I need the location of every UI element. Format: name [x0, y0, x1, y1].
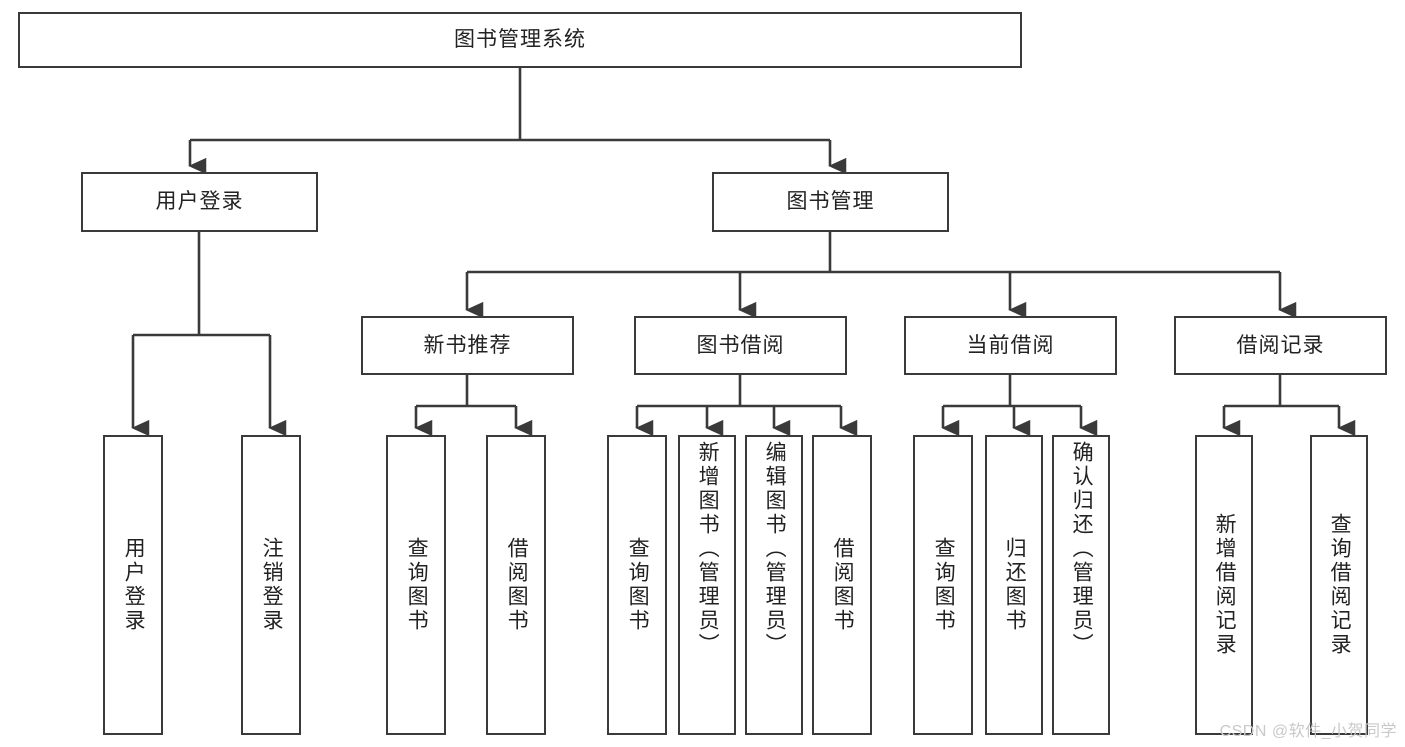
leaf-confirm-return-admin[interactable]: 确认归还（管理员） — [1052, 435, 1110, 735]
leaf-query-book-recommend[interactable]: 查询图书 — [386, 435, 446, 735]
node-root[interactable]: 图书管理系统 — [18, 12, 1022, 68]
leaf-query-borrow-record[interactable]: 查询借阅记录 — [1310, 435, 1368, 735]
node-borrow-record[interactable]: 借阅记录 — [1174, 316, 1387, 375]
node-current-borrow[interactable]: 当前借阅 — [904, 316, 1117, 375]
node-user-login[interactable]: 用户登录 — [81, 172, 318, 232]
leaf-add-book-admin[interactable]: 新增图书（管理员） — [678, 435, 736, 735]
leaf-edit-book-admin[interactable]: 编辑图书（管理员） — [745, 435, 803, 735]
leaf-borrow-book-recommend[interactable]: 借阅图书 — [486, 435, 546, 735]
node-new-book-recommend[interactable]: 新书推荐 — [361, 316, 574, 375]
leaf-borrow-book[interactable]: 借阅图书 — [812, 435, 872, 735]
leaf-query-book-borrow[interactable]: 查询图书 — [607, 435, 667, 735]
leaf-query-book-current[interactable]: 查询图书 — [913, 435, 973, 735]
node-book-manage[interactable]: 图书管理 — [712, 172, 949, 232]
leaf-add-borrow-record[interactable]: 新增借阅记录 — [1195, 435, 1253, 735]
leaf-return-book[interactable]: 归还图书 — [985, 435, 1043, 735]
leaf-user-login[interactable]: 用户登录 — [103, 435, 163, 735]
csdn-watermark: CSDN @软件_小贺同学 — [1219, 723, 1397, 740]
node-book-borrow[interactable]: 图书借阅 — [634, 316, 847, 375]
leaf-logout-login[interactable]: 注销登录 — [241, 435, 301, 735]
